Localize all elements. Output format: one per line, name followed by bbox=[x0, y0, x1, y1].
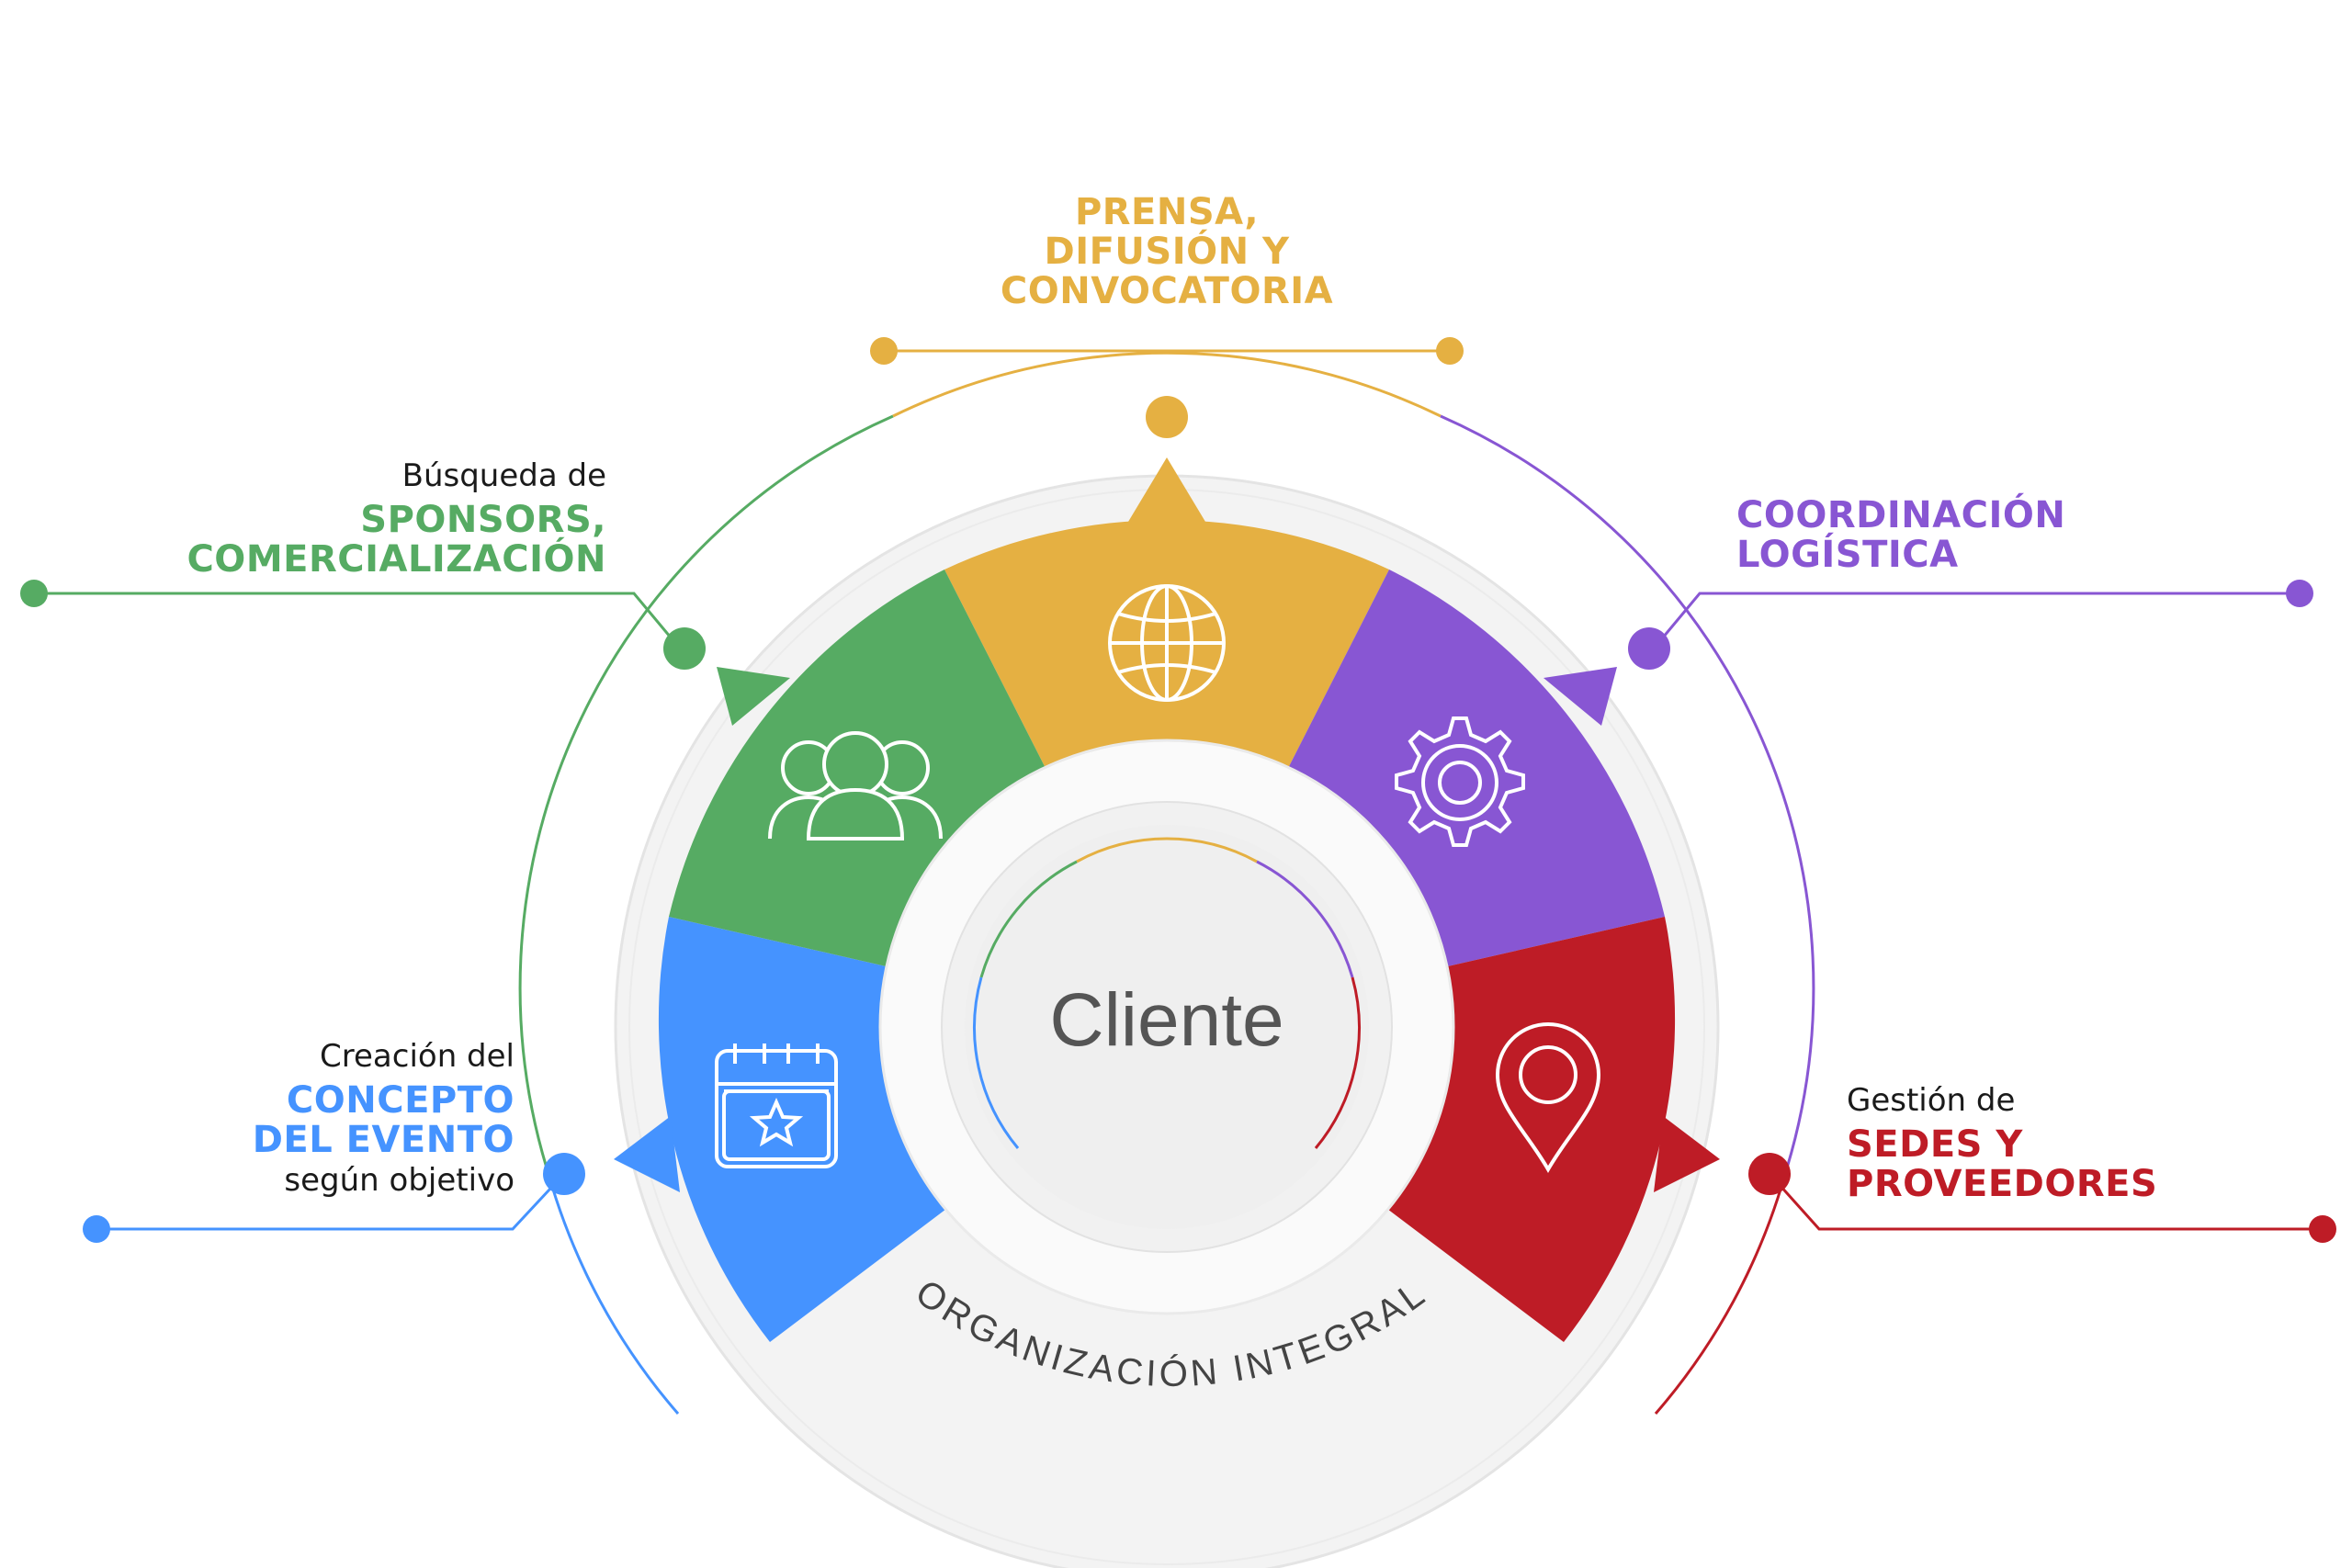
outer-arc-red bbox=[1654, 1173, 1787, 1415]
center-disk bbox=[965, 825, 1369, 1229]
connector-sponsors bbox=[34, 592, 682, 649]
center-label: Cliente bbox=[1049, 978, 1283, 1062]
label-coordinacion-line-2: LOGÍSTICA bbox=[1736, 534, 1959, 577]
dot-sedes-arc bbox=[1748, 1153, 1791, 1195]
segment-prensa-pointer bbox=[1128, 457, 1205, 522]
label-sedes-head: SEDES Y PROVEEDORES bbox=[1847, 1122, 2306, 1205]
dot-coordinacion-end bbox=[2286, 580, 2313, 607]
globe-icon bbox=[1108, 584, 1226, 702]
inner-arc-yellow bbox=[1076, 837, 1258, 863]
outer-arc-purple bbox=[1440, 414, 1815, 1175]
inner-arcs bbox=[973, 837, 1361, 1149]
connector-dots bbox=[20, 337, 2336, 1243]
segment-coordinacion-pointer bbox=[1544, 667, 1617, 726]
label-sedes: Gestión de SEDES Y PROVEEDORES bbox=[1847, 1084, 2306, 1204]
segment-sponsors-pointer bbox=[717, 667, 790, 726]
label-sedes-line-2: PROVEEDORES bbox=[1847, 1162, 2158, 1205]
label-prensa-head: PRENSA, DIFUSIÓN Y CONVOCATORIA bbox=[946, 191, 1387, 313]
inner-arc-blue bbox=[973, 976, 1020, 1149]
dot-prensa-left bbox=[870, 337, 898, 365]
gear-icon bbox=[1395, 716, 1525, 847]
dot-concepto-arc bbox=[543, 1153, 585, 1195]
label-coordinacion: COORDINACIÓN LOGÍSTICA bbox=[1736, 494, 2251, 577]
label-prensa-line-2: DIFUSIÓN Y bbox=[1044, 231, 1290, 274]
label-concepto-pre: Creación del bbox=[320, 1038, 514, 1075]
label-coordinacion-line-1: COORDINACIÓN bbox=[1736, 494, 2066, 536]
outer-arc-blue bbox=[547, 1173, 680, 1415]
dot-sedes-end bbox=[2309, 1215, 2336, 1243]
location-pin-icon bbox=[1495, 1022, 1601, 1173]
label-sedes-pre: Gestión de bbox=[1847, 1082, 2016, 1119]
label-sponsors-pre: Búsqueda de bbox=[401, 457, 606, 494]
segment-sedes-pointer bbox=[1654, 1116, 1720, 1192]
connector-concepto bbox=[96, 1174, 564, 1231]
people-group-icon bbox=[768, 731, 943, 840]
label-sponsors-head: SPONSORS, COMERCIALIZACIÓN bbox=[92, 498, 606, 581]
inner-arc-red bbox=[1314, 976, 1361, 1149]
label-concepto: Creación del CONCEPTO DEL EVENTO según o… bbox=[55, 1040, 514, 1198]
dot-sponsors-end bbox=[20, 580, 48, 607]
segment-concepto-pointer bbox=[614, 1116, 680, 1192]
outer-arc-yellow bbox=[892, 351, 1442, 418]
connector-sedes bbox=[1770, 1174, 2323, 1231]
label-sponsors: Búsqueda de SPONSORS, COMERCIALIZACIÓN bbox=[92, 459, 606, 580]
connectors bbox=[34, 349, 2323, 1231]
calendar-star-icon bbox=[715, 1043, 838, 1168]
dot-sponsors-arc bbox=[663, 627, 706, 670]
label-concepto-line-1: CONCEPTO bbox=[286, 1078, 514, 1122]
label-prensa-line-1: PRENSA, bbox=[1074, 191, 1260, 233]
label-sponsors-line-1: SPONSORS, bbox=[360, 498, 606, 541]
label-sponsors-line-2: COMERCIALIZACIÓN bbox=[187, 537, 606, 581]
connector-coordinacion bbox=[1652, 592, 2300, 649]
outer-arc-green bbox=[518, 414, 894, 1175]
label-coordinacion-head: COORDINACIÓN LOGÍSTICA bbox=[1736, 494, 2251, 577]
label-concepto-post: según objetivo bbox=[284, 1162, 514, 1200]
dot-coordinacion-arc bbox=[1628, 627, 1670, 670]
dot-prensa-right bbox=[1436, 337, 1464, 365]
label-prensa-line-3: CONVOCATORIA bbox=[1000, 270, 1334, 313]
label-concepto-line-2: DEL EVENTO bbox=[252, 1118, 514, 1161]
outer-arcs bbox=[518, 351, 1815, 1415]
dot-prensa-arc bbox=[1146, 396, 1188, 438]
inner-arc-green bbox=[979, 860, 1078, 978]
dot-concepto-end bbox=[83, 1215, 110, 1243]
inner-arc-purple bbox=[1256, 860, 1354, 978]
label-prensa: PRENSA, DIFUSIÓN Y CONVOCATORIA bbox=[946, 191, 1387, 313]
label-concepto-head: CONCEPTO DEL EVENTO bbox=[55, 1078, 514, 1161]
label-sedes-line-1: SEDES Y bbox=[1847, 1122, 2023, 1166]
